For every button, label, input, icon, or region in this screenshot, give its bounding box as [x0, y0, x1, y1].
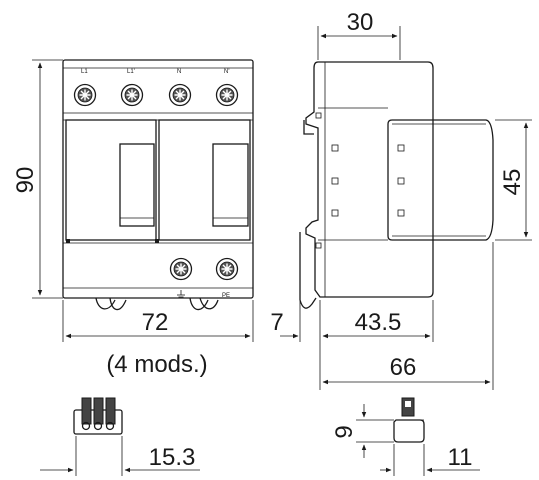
front-module-left [65, 119, 157, 241]
terminal-screw-pe1-icon [169, 257, 193, 281]
side-view [299, 61, 494, 309]
terminal-screw-l1prime-icon [120, 83, 144, 107]
label-n-prime: N' [224, 69, 229, 75]
dim-plug-width-label: 15.3 [149, 444, 196, 471]
terminal-screw-pe2-icon [215, 257, 239, 281]
dim-front-height-label: 90 [12, 167, 39, 194]
side-plugin-cover [387, 119, 494, 241]
terminal-screw-n-icon [168, 83, 192, 107]
din-clip-right-icon [189, 297, 219, 311]
dim-front-modules-label: (4 mods.) [106, 351, 207, 378]
dim-plug-width: 15.3 [40, 436, 200, 476]
dim-plug-depth-label: 11 [448, 444, 473, 471]
plug-side-view [393, 397, 425, 443]
label-pe: PE [222, 293, 230, 299]
side-housing [305, 61, 434, 298]
plug-front-view [73, 397, 123, 435]
dim-side-top: 30 [317, 9, 401, 60]
dim-side-cover-label: 45 [499, 169, 526, 196]
label-l1-prime: L1' [127, 69, 135, 75]
terminal-screw-nprime-icon [215, 83, 239, 107]
din-clip-left-icon [95, 297, 127, 311]
dim-front-height: 90 [12, 59, 63, 299]
dim-plug-side: 9 11 [331, 404, 480, 476]
front-view: L1 L1' N N' PE [62, 59, 254, 311]
ground-symbol-icon [177, 290, 185, 298]
dim-side-offset-label: 7 [270, 309, 283, 336]
dim-front-width: 72 (4 mods.) [62, 300, 254, 378]
front-housing [62, 59, 254, 299]
dim-side-top-label: 30 [347, 9, 374, 36]
dim-plug-height-label: 9 [331, 425, 358, 438]
label-l1: L1 [81, 69, 88, 75]
dim-side-cover: 45 [495, 119, 532, 241]
label-n: N [177, 69, 181, 75]
front-module-right [158, 119, 251, 241]
terminal-screw-l1-icon [73, 83, 97, 107]
dim-side-depth: 7 43.5 66 [270, 242, 494, 390]
dim-side-depth-front-label: 43.5 [355, 309, 402, 336]
dim-front-width-label: 72 [142, 309, 169, 336]
dim-side-depth-total-label: 66 [390, 354, 417, 381]
